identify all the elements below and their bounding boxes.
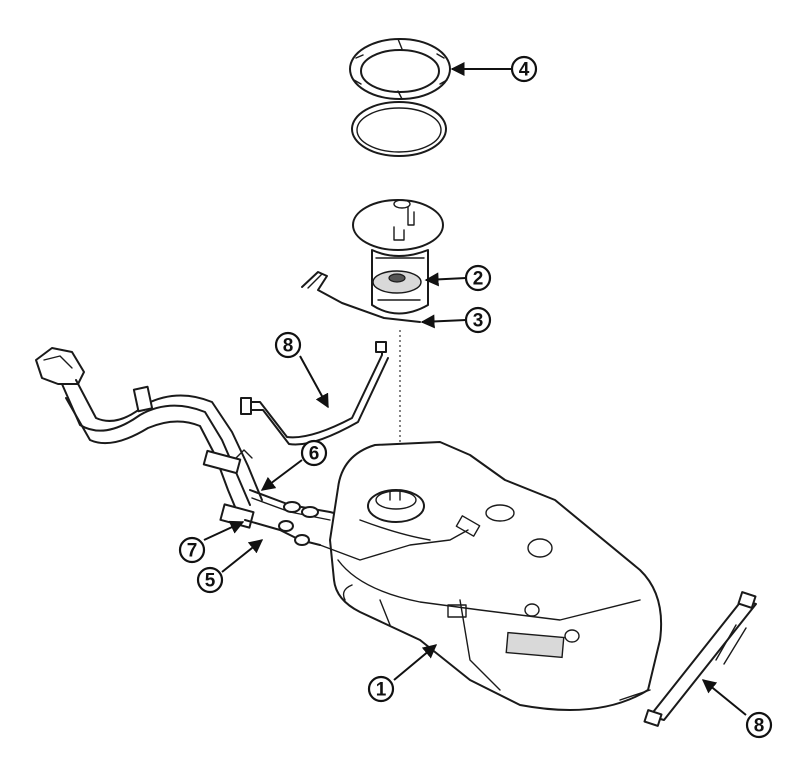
filler-neck <box>35 347 263 529</box>
tank-strap-lower <box>643 591 757 727</box>
leader-lines <box>203 62 747 716</box>
callout-1-label: 1 <box>376 680 387 701</box>
tank-strap-upper <box>240 341 389 446</box>
fuel-tank <box>319 441 663 711</box>
callout-3: 3 <box>464 306 492 334</box>
callout-5-label: 5 <box>205 571 216 592</box>
callout-8-upper-label: 8 <box>283 336 294 357</box>
callout-8-lower-label: 8 <box>754 716 765 737</box>
callout-1: 1 <box>367 675 395 703</box>
callout-7-label: 7 <box>187 541 198 562</box>
callout-2-label: 2 <box>473 269 484 290</box>
seal-ring <box>351 101 447 157</box>
callout-4: 4 <box>510 55 538 83</box>
callout-3-label: 3 <box>473 311 484 332</box>
callout-4-label: 4 <box>519 60 530 81</box>
callout-5: 5 <box>196 566 224 594</box>
callout-6-label: 6 <box>309 444 320 465</box>
fuel-pump-module <box>352 199 444 315</box>
callout-8-lower: 8 <box>745 711 773 739</box>
callout-2: 2 <box>464 264 492 292</box>
callout-7: 7 <box>178 536 206 564</box>
lock-ring <box>349 38 451 100</box>
callout-6: 6 <box>300 439 328 467</box>
fuel-level-sender <box>301 271 421 323</box>
callout-8-upper: 8 <box>274 331 302 359</box>
